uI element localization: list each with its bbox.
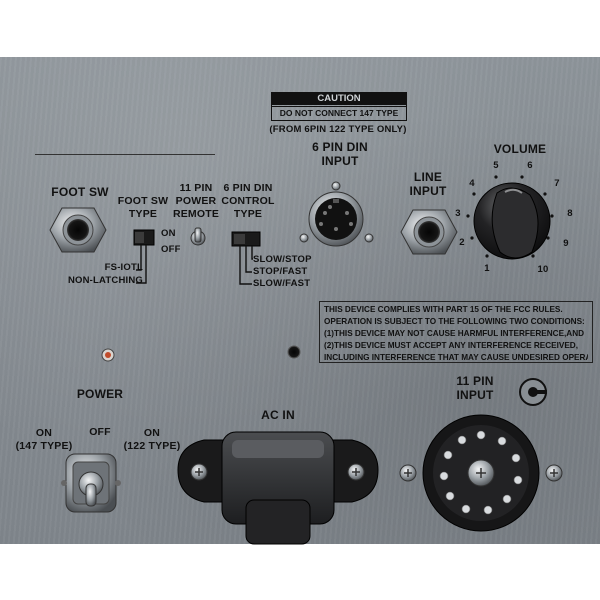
caution-label: CAUTION DO NOT CONNECT 147 TYPE xyxy=(271,92,407,121)
ac-inlet[interactable] xyxy=(177,431,379,545)
pin11-input-socket[interactable] xyxy=(399,378,563,532)
fcc-line-1: THIS DEVICE COMPLIES WITH PART 15 OF THE… xyxy=(324,305,563,314)
fcc-line-4: (2)THIS DEVICE MUST ACCEPT ANY INTERFERE… xyxy=(324,341,578,350)
non-latching-label: NON-LATCHING xyxy=(67,275,143,286)
power-label: POWER xyxy=(76,387,124,401)
power-on-147-label: ON(147 TYPE) xyxy=(15,427,73,452)
din-input-jack[interactable] xyxy=(299,181,374,247)
power-led xyxy=(101,348,115,362)
volume-scale-8: 8 xyxy=(567,208,573,219)
caution-line-2: (FROM 6PIN 122 TYPE ONLY) xyxy=(269,124,407,135)
power-on-122-label: ON(122 TYPE) xyxy=(123,427,181,452)
caution-title: CAUTION xyxy=(272,93,406,105)
fcc-line-3: (1)THIS DEVICE MAY NOT CAUSE HARMFUL INT… xyxy=(324,329,585,338)
power-toggle-switch[interactable] xyxy=(61,453,121,513)
din-control-type-switch[interactable] xyxy=(231,231,261,285)
volume-scale-6: 6 xyxy=(527,160,533,171)
volume-scale-1: 1 xyxy=(484,263,490,274)
fcc-line-2: OPERATION IS SUBJECT TO THE FOLLOWING TW… xyxy=(324,317,585,326)
remote-on-label: ON xyxy=(161,228,176,239)
volume-scale-3: 3 xyxy=(455,208,461,219)
foot-sw-jack[interactable] xyxy=(49,207,107,253)
fs-iotl-label: FS-IOTL xyxy=(104,262,143,273)
volume-label: VOLUME xyxy=(493,142,547,156)
volume-scale-9: 9 xyxy=(563,238,569,249)
slow-stop-label: SLOW/STOP xyxy=(253,254,312,265)
power-remote-toggle[interactable] xyxy=(190,227,206,246)
caution-line-1: DO NOT CONNECT 147 TYPE xyxy=(272,106,406,119)
remote-off-label: OFF xyxy=(161,244,181,255)
slow-fast-label: SLOW/FAST xyxy=(253,278,311,289)
panel-hole xyxy=(287,345,301,359)
foot-sw-label: FOOT SW xyxy=(51,185,109,199)
volume-knob[interactable] xyxy=(473,182,551,260)
volume-scale-5: 5 xyxy=(493,160,499,171)
ac-in-label: AC IN xyxy=(261,408,295,422)
stop-fast-label: STOP/FAST xyxy=(253,266,308,277)
fcc-line-5: INCLUDING INTERFERENCE THAT MAY CAUSE UN… xyxy=(324,353,588,362)
power-off-label: OFF xyxy=(89,426,111,438)
volume-scale-4: 4 xyxy=(469,178,475,189)
foot-sw-type-switch[interactable] xyxy=(133,229,155,284)
volume-scale-dots xyxy=(466,175,554,258)
volume-scale-7: 7 xyxy=(554,178,560,189)
volume-scale-10: 10 xyxy=(537,264,549,275)
volume-scale-2: 2 xyxy=(459,237,465,248)
divider-line xyxy=(35,154,215,155)
line-input-jack[interactable] xyxy=(400,209,458,255)
fcc-notice: THIS DEVICE COMPLIES WITH PART 15 OF THE… xyxy=(319,301,593,363)
